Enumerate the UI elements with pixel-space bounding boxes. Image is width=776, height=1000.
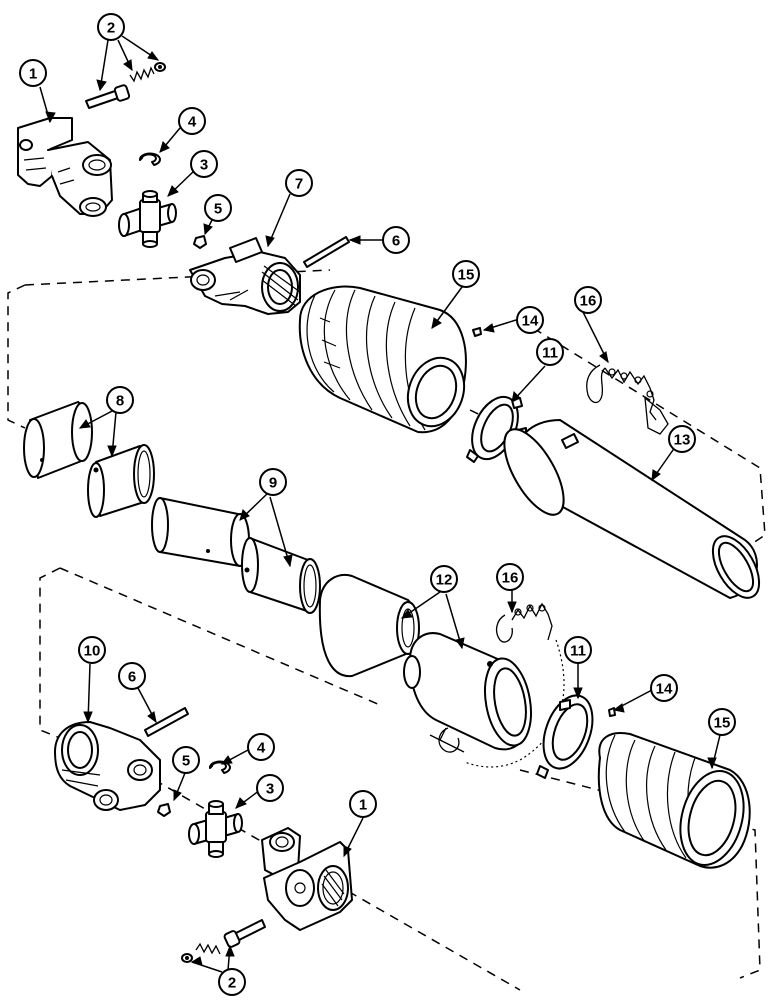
callout-15-top: 15 — [452, 260, 480, 288]
callout-4-bottom: 4 — [247, 733, 275, 761]
callout-3-top: 3 — [190, 150, 218, 178]
callout-label: 13 — [674, 432, 691, 449]
spring-pin-bottom — [144, 707, 189, 737]
screw-top — [472, 327, 482, 337]
inner-sleeve-a — [23, 401, 93, 479]
callout-label: 15 — [458, 267, 475, 284]
safety-chain-bottom — [429, 602, 565, 768]
callout-label: 12 — [436, 572, 453, 589]
callout-16-top: 16 — [574, 286, 602, 314]
callout-label: 1 — [29, 66, 37, 83]
bellows-guard-bottom — [597, 732, 751, 869]
callout-label: 16 — [580, 293, 597, 310]
callout-label: 10 — [84, 643, 101, 660]
callout-label: 7 — [295, 176, 303, 193]
bellows-guard-top — [298, 285, 467, 434]
callout-label: 14 — [522, 313, 539, 330]
callout-label: 14 — [656, 681, 673, 698]
callout-12: 12 — [430, 565, 458, 593]
callout-label: 1 — [359, 797, 367, 814]
cross-bearing-bottom — [188, 800, 243, 858]
inner-yoke-top — [189, 237, 301, 315]
callout-3-bottom: 3 — [256, 774, 284, 802]
callout-label: 4 — [257, 740, 266, 757]
callout-1-top: 1 — [19, 59, 47, 87]
callout-1-bottom: 1 — [349, 790, 377, 818]
tractor-yoke-top — [17, 117, 113, 217]
tractor-yoke-bottom — [261, 827, 353, 931]
snap-ring-top — [138, 152, 161, 166]
cross-bearing-top — [118, 190, 177, 248]
callout-6-top: 6 — [382, 226, 410, 254]
callout-5-top: 5 — [204, 194, 232, 222]
callout-6-bottom: 6 — [118, 662, 146, 690]
bolt-spring-nut-bottom — [181, 919, 266, 963]
callout-label: 5 — [214, 201, 222, 218]
callout-label: 3 — [200, 157, 208, 174]
outer-guard-tube — [503, 419, 761, 599]
callout-label: 6 — [392, 233, 400, 250]
callout-label: 8 — [116, 393, 124, 410]
callout-7: 7 — [285, 169, 313, 197]
grease-fitting-top — [193, 235, 207, 249]
callout-8: 8 — [106, 386, 134, 414]
upper-assembly-dashed-outline — [7, 269, 766, 546]
callout-label: 6 — [128, 669, 136, 686]
callout-4-top: 4 — [178, 107, 206, 135]
callout-label: 2 — [228, 975, 236, 992]
callout-10: 10 — [78, 636, 106, 664]
inner-sleeve-b — [87, 444, 155, 518]
profile-tube-b — [403, 632, 532, 751]
callout-arrowheads — [45, 51, 717, 966]
callout-11-bottom: 11 — [564, 636, 592, 664]
grease-fitting-bottom — [157, 803, 171, 817]
spring-pin-top — [303, 236, 350, 268]
callout-2-top: 2 — [97, 13, 125, 41]
callout-14-top: 14 — [516, 306, 544, 334]
bearing-ring-bottom — [536, 694, 594, 779]
callout-11-top: 11 — [536, 338, 564, 366]
callout-label: 2 — [107, 20, 115, 37]
callout-label: 3 — [266, 781, 274, 798]
callout-14-bottom: 14 — [650, 674, 678, 702]
callout-label: 5 — [182, 753, 190, 770]
inner-yoke-bottom — [54, 721, 161, 811]
callout-2-bottom: 2 — [218, 968, 246, 996]
snap-ring-bottom — [208, 760, 231, 774]
safety-chain-top — [586, 364, 669, 435]
callout-label: 9 — [269, 475, 277, 492]
profile-tube-a — [318, 574, 420, 678]
callout-5-bottom: 5 — [172, 746, 200, 774]
callout-9: 9 — [259, 468, 287, 496]
bolt-spring-nut-top — [85, 62, 166, 109]
callout-15-bottom: 15 — [708, 708, 736, 736]
callout-label: 11 — [542, 345, 558, 362]
callout-13: 13 — [668, 425, 696, 453]
callout-label: 11 — [570, 643, 586, 660]
outer-sleeve-b — [241, 537, 321, 614]
outer-sleeve-a — [151, 497, 250, 567]
callout-16-bottom: 16 — [496, 563, 524, 591]
callout-label: 15 — [714, 715, 731, 732]
lower-assembly-dashed-outline — [39, 567, 761, 991]
callout-label: 4 — [188, 114, 197, 131]
callout-label: 16 — [502, 570, 519, 587]
